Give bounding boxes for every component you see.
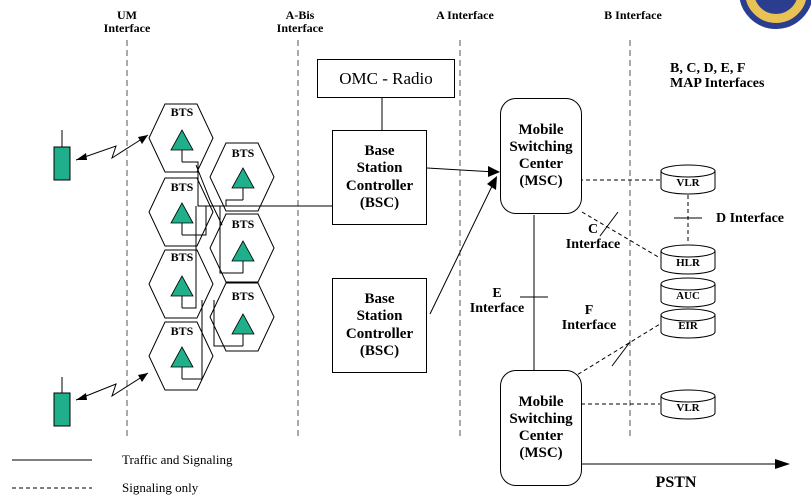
database-cylinders bbox=[660, 164, 716, 420]
eir-cylinder-shape bbox=[660, 308, 716, 339]
antenna-icon bbox=[231, 313, 255, 335]
antenna-masts bbox=[181, 150, 244, 379]
hlr-cylinder-shape bbox=[660, 244, 716, 275]
bts-label: BTS bbox=[231, 146, 255, 160]
f-interface-tick bbox=[611, 341, 631, 367]
cell-hexagon bbox=[209, 213, 275, 283]
omc-radio-box: OMC - Radio bbox=[317, 59, 455, 98]
b-interface-label: B Interface bbox=[604, 8, 662, 22]
antenna-icon bbox=[170, 129, 194, 151]
cell-hexagon bbox=[209, 282, 275, 352]
hlr-database: HLR bbox=[676, 257, 700, 269]
d-interface-label: D Interface bbox=[716, 211, 785, 226]
bts-label: BTS bbox=[170, 324, 194, 338]
antenna-icon bbox=[231, 167, 255, 189]
antenna-icon bbox=[170, 275, 194, 297]
antenna-icon bbox=[231, 240, 255, 262]
cell-hexagon bbox=[148, 321, 214, 391]
radio-link-arrowheads bbox=[76, 135, 148, 400]
legend-signaling-only: Signaling only bbox=[122, 480, 199, 495]
bsc-msc-arrowheads bbox=[487, 166, 500, 190]
bts-label: BTS bbox=[231, 289, 255, 303]
pstn-label: PSTN bbox=[655, 474, 697, 491]
vlr-database-top: VLR bbox=[676, 177, 700, 189]
antenna-icon bbox=[170, 346, 194, 368]
auc-database: AUC bbox=[676, 290, 700, 302]
bts-label: BTS bbox=[231, 217, 255, 231]
bts-backhaul-wiring bbox=[182, 161, 332, 380]
bts-label: BTS bbox=[170, 105, 194, 119]
radio-link-bottom bbox=[75, 372, 149, 401]
bts-label: BTS bbox=[170, 180, 194, 194]
signaling-links bbox=[571, 179, 661, 405]
mobile-phone-icon bbox=[53, 392, 71, 427]
vlr-database-bottom: VLR bbox=[676, 402, 700, 414]
vlr-top-cylinder-shape bbox=[660, 164, 716, 195]
auc-cylinder-shape bbox=[660, 277, 716, 308]
mobile-phone-icon bbox=[53, 146, 71, 181]
cell-hexagon bbox=[148, 103, 214, 173]
pstn-arrowhead bbox=[775, 459, 790, 469]
eir-database: EIR bbox=[678, 320, 698, 332]
university-seal-logo bbox=[739, 0, 811, 29]
antenna-icon bbox=[170, 202, 194, 224]
a-interface-label: A Interface bbox=[436, 8, 494, 22]
cell-hexagon bbox=[209, 142, 275, 212]
c-interface-tick bbox=[599, 211, 619, 237]
vlr-bottom-cylinder-shape bbox=[660, 389, 716, 420]
cell-hexagons bbox=[148, 103, 275, 391]
legend-traffic-and-signaling: Traffic and Signaling bbox=[122, 452, 233, 467]
cell-hexagon bbox=[148, 177, 214, 247]
cell-hexagon bbox=[148, 249, 214, 319]
bsc-msc-links bbox=[426, 167, 496, 315]
mobile-phones bbox=[53, 130, 71, 427]
radio-links bbox=[75, 134, 149, 401]
bts-label: BTS bbox=[170, 250, 194, 264]
radio-link-top bbox=[75, 134, 149, 161]
